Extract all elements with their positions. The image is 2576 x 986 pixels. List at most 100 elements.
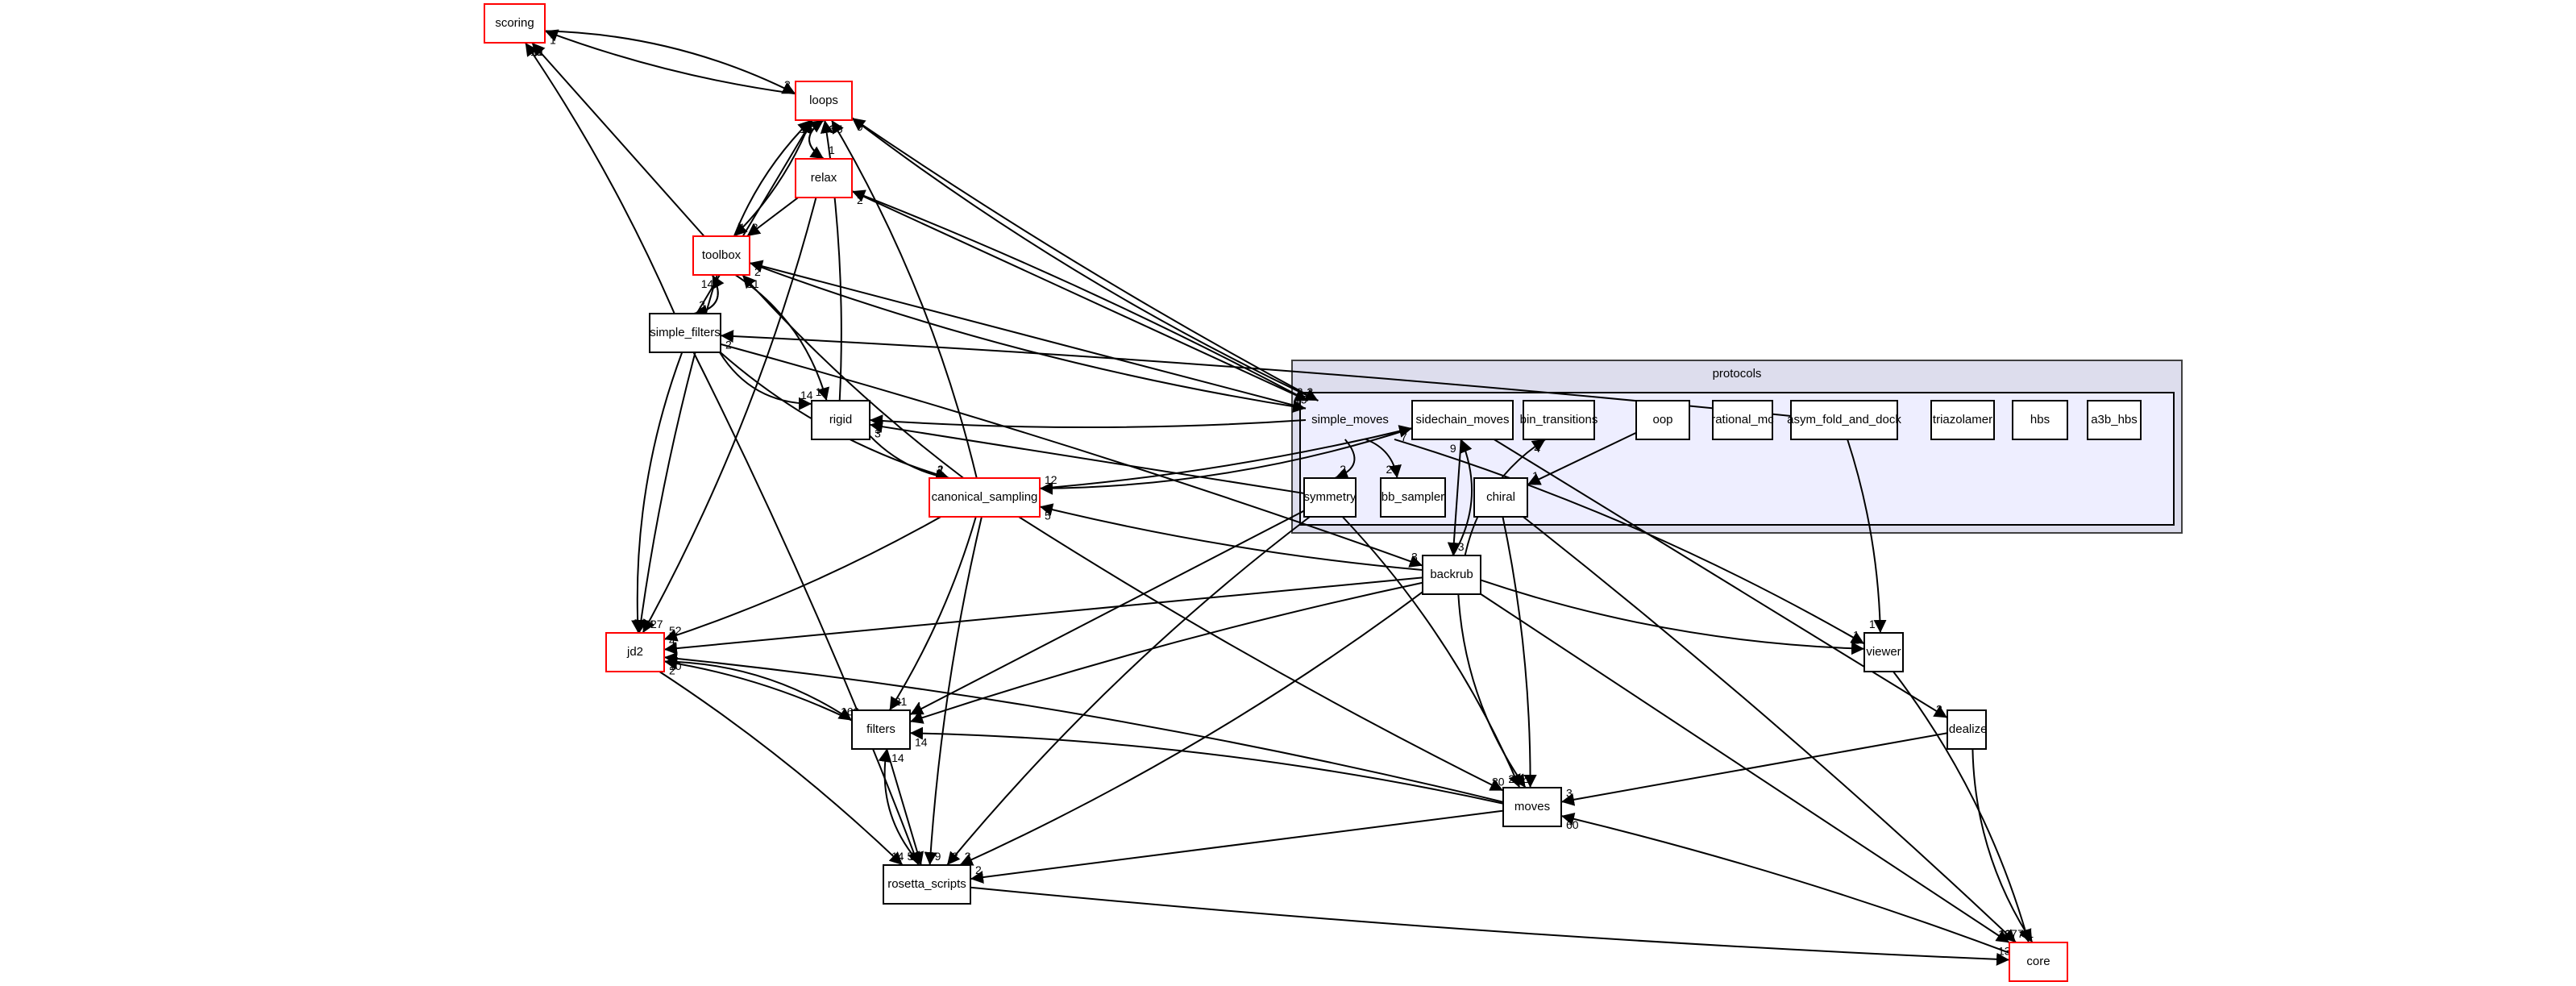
- node-backrub[interactable]: backrub: [1422, 555, 1481, 595]
- edge-loops-to-scoring: 1: [544, 29, 796, 95]
- edge-line: [696, 119, 813, 314]
- node-core[interactable]: core: [2009, 942, 2068, 982]
- node-moves[interactable]: moves: [1502, 787, 1562, 827]
- edge-count-label: 1: [1853, 629, 1859, 642]
- node-bb-sampler[interactable]: bb_sampler: [1380, 477, 1446, 518]
- edge-line: [959, 591, 1423, 866]
- edge-relax-to-jd2: 4: [642, 197, 817, 634]
- node-simple-filters[interactable]: simple_filters: [649, 313, 721, 353]
- edge-symmetry-to-filters: 4: [909, 510, 1305, 716]
- node-box: [1422, 555, 1481, 595]
- node-filters[interactable]: filters: [851, 709, 911, 750]
- edge-count-label: 10: [530, 45, 543, 58]
- edge-line: [720, 330, 1792, 418]
- edge-count-label: 4: [915, 699, 921, 712]
- node-box: [484, 3, 546, 44]
- edge-line: [1971, 748, 2034, 943]
- node-box: [1303, 477, 1357, 518]
- node-triazolamer[interactable]: triazolamer: [1930, 400, 1995, 440]
- edge-line: [1334, 439, 1356, 481]
- edge-count-label: 3: [875, 427, 881, 440]
- edge-count-label: 80: [1492, 776, 1505, 788]
- node-symmetry[interactable]: symmetry: [1303, 477, 1357, 518]
- edge-count-label: 2: [975, 863, 982, 876]
- edge-count-label: 9: [1450, 442, 1456, 455]
- edge-count-label: 14: [891, 850, 904, 863]
- edge-line: [659, 671, 904, 866]
- node-box: [1863, 632, 1904, 672]
- edge-backrub-to-core: 10: [1480, 593, 2011, 944]
- edge-line: [808, 119, 825, 160]
- edge-simple_moves-to-symmetry: 2: [1334, 439, 1356, 481]
- edge-canonical_sampling-to-filters: 21: [888, 516, 977, 711]
- edge-simple_moves-to-viewer: 1: [1394, 438, 1865, 645]
- node-label: simple_moves: [1311, 413, 1389, 426]
- edge-line: [851, 117, 1319, 401]
- edge-line: [1447, 439, 1462, 556]
- node-label: simple_filters: [650, 326, 721, 339]
- node-chiral[interactable]: chiral: [1473, 477, 1528, 518]
- edge-moves-to-rosetta_scripts: 2: [970, 809, 1504, 884]
- edge-line: [733, 119, 812, 237]
- node-scoring[interactable]: scoring: [484, 3, 546, 44]
- node-canonical-sampling[interactable]: canonical_sampling: [929, 477, 1041, 518]
- node-bin-transitions[interactable]: bin_transitions: [1520, 400, 1598, 440]
- node-asym-fold-and-dock[interactable]: asym_fold_and_dock: [1787, 400, 1901, 440]
- node-rigid[interactable]: rigid: [811, 400, 870, 440]
- node-simple-moves[interactable]: simple_moves: [1311, 413, 1389, 426]
- edge-simple_filters-to-rosetta_scripts: 5: [692, 352, 920, 866]
- edge-count-label: 2: [1386, 463, 1393, 476]
- edge-count-label: 78: [2017, 927, 2030, 940]
- edge-toolbox-to-scoring: 1: [531, 42, 705, 237]
- node-box: [2087, 400, 2142, 440]
- edge-line: [1847, 439, 1887, 634]
- node-oop[interactable]: oop: [1635, 400, 1690, 440]
- edge-canonical_sampling-to-sidechain_moves: 7: [1039, 425, 1413, 489]
- node-jd2[interactable]: jd2: [605, 632, 665, 672]
- edge-count-label: 14: [800, 389, 813, 401]
- node-box: [1473, 477, 1528, 518]
- edge-count-label: 15: [1294, 393, 1307, 406]
- edge-count-label: 3: [784, 78, 791, 91]
- node-a3b-hbs[interactable]: a3b_hbs: [2087, 400, 2142, 440]
- edge-count-label: 5: [1045, 509, 1051, 522]
- edge-toolbox-to-rigid: 1: [734, 274, 830, 401]
- node-label: relax: [811, 171, 837, 185]
- edge-count-label: 2: [965, 850, 971, 863]
- edge-line: [749, 260, 1307, 410]
- edge-canonical_sampling-to-jd2: 52: [663, 516, 941, 642]
- edge-line: [663, 576, 1423, 655]
- node-label: bin_transitions: [1520, 413, 1598, 426]
- edge-count-label: 1: [537, 45, 543, 58]
- edge-asym_fold_and_dock-to-viewer: 1: [1847, 439, 1887, 634]
- node-label: toolbox: [702, 248, 742, 262]
- edge-count-label: 2: [1307, 385, 1313, 398]
- edge-loops-to-toolbox: 1: [733, 119, 812, 237]
- node-relax[interactable]: relax: [795, 158, 853, 198]
- node-box: [605, 632, 665, 672]
- edge-line: [1502, 516, 1537, 788]
- edge-line: [531, 42, 705, 237]
- node-sidechain-moves[interactable]: sidechain_moves: [1411, 400, 1514, 440]
- node-loops[interactable]: loops: [795, 81, 853, 121]
- node-idealize[interactable]: idealize: [1947, 709, 1988, 750]
- edge-count-label: 3: [1566, 787, 1573, 800]
- edge-line: [742, 274, 964, 479]
- edge-count-label: 14: [891, 751, 904, 764]
- node-toolbox[interactable]: toolbox: [692, 235, 750, 276]
- edge-count-label: 2: [915, 706, 921, 719]
- edge-line: [544, 30, 796, 95]
- node-rational-mc[interactable]: rational_mc: [1711, 400, 1774, 440]
- edge-canonical_sampling-to-moves: 80: [1018, 516, 1505, 792]
- node-viewer[interactable]: viewer: [1863, 632, 1904, 672]
- edge-count-label: 9: [935, 850, 941, 863]
- node-label: rigid: [829, 413, 852, 426]
- edge-count-label: 14: [915, 735, 928, 748]
- node-rosetta-scripts[interactable]: rosetta_scripts: [883, 864, 971, 905]
- node-hbs[interactable]: hbs: [2012, 400, 2068, 440]
- edge-count-label: 7: [1401, 431, 1407, 443]
- edge-relax-to-simple_moves: 3: [851, 190, 1309, 401]
- edge-count-label: 10: [669, 659, 682, 672]
- edge-backrub-to-filters: 2: [909, 581, 1423, 724]
